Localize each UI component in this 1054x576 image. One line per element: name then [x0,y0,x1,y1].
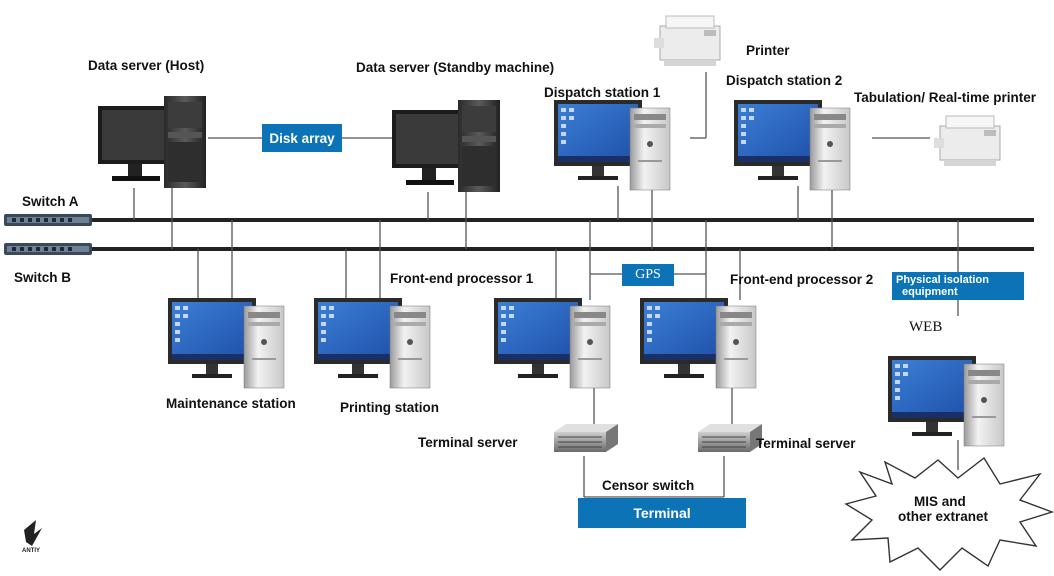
censor-switch-label: Censor switch [602,478,695,493]
front-end-processor-1-device [493,297,611,389]
physical-isolation-label-line1: Physical isolation [896,274,989,286]
mis-starburst [844,456,1054,571]
dispatch-station-1-device [553,99,671,191]
physical-isolation-box: Physical isolation equipment [892,272,1024,300]
mis-label-line1: MIS and [914,494,966,509]
front-end-processor-2-device [639,297,757,389]
printing-station-label: Printing station [340,400,439,415]
disk-array-box: Disk array [262,124,342,152]
terminal-server-2-device [697,423,763,453]
dispatch-station-2-device [733,99,851,191]
disk-array-label: Disk array [269,130,335,146]
switch-b-device [4,243,92,255]
data-server-host-label: Data server (Host) [88,58,205,73]
switch-a-device [4,214,92,226]
terminal-label: Terminal [633,505,691,521]
connector-lines [133,72,959,498]
gps-label: GPS [635,267,661,282]
antiy-logo: ANTIY [22,520,42,554]
physical-isolation-label-line2: equipment [902,286,958,298]
printer-device [653,15,721,67]
terminal-server-1-device [553,423,619,453]
tabulation-printer-device [933,115,1001,167]
terminal-server-2-label: Terminal server [756,436,856,451]
data-server-standby-label: Data server (Standby machine) [356,60,555,75]
switch-b-label: Switch B [14,270,72,285]
front-end-processor-2-label: Front-end processor 2 [730,272,874,287]
tabulation-printer-label: Tabulation/ Real-time printer [854,90,1037,105]
svg-text:ANTIY: ANTIY [22,548,40,554]
maintenance-station-label: Maintenance station [166,396,296,411]
web-station-device [887,355,1005,447]
gps-box: GPS [622,264,674,286]
web-label: WEB [909,319,943,335]
printing-station-device [313,297,431,389]
maintenance-station-device [167,297,285,389]
dispatch-station-1-label: Dispatch station 1 [544,85,661,100]
mis-label-line2: other extranet [898,509,989,524]
switch-a-label: Switch A [22,194,79,209]
dispatch-station-2-label: Dispatch station 2 [726,73,843,88]
data-server-host-device [98,96,206,188]
printer-label: Printer [746,43,790,58]
terminal-box: Terminal [578,498,746,528]
terminal-server-1-label: Terminal server [418,435,518,450]
front-end-processor-1-label: Front-end processor 1 [390,271,534,286]
data-server-standby-device [392,100,500,192]
